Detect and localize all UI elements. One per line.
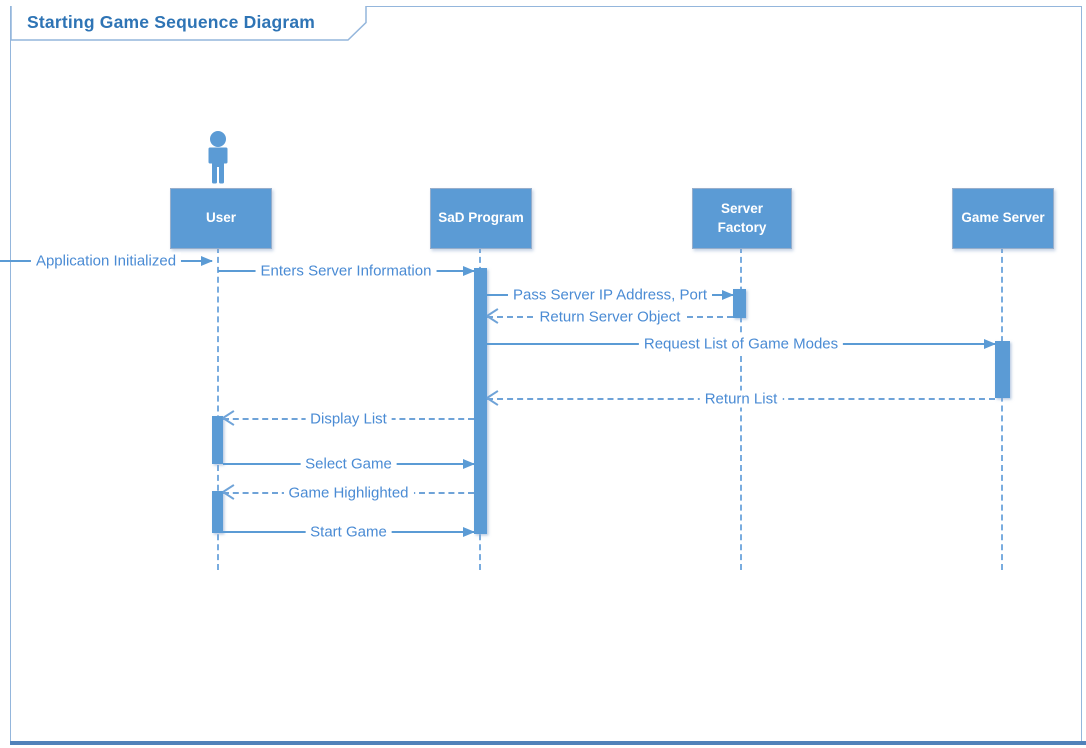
lifeline-server-factory[interactable] [740,247,742,570]
message-label: Game Highlighted [283,484,414,502]
lifeline-head-server-factory[interactable]: Server Factory [692,188,792,249]
activation-bar-server-factory[interactable] [733,289,746,318]
lifeline-label: Game Server [961,210,1045,226]
message-select-game[interactable]: Select Game [223,454,475,474]
lifeline-label: Server Factory [717,201,767,235]
message-label: Enters Server Information [255,262,437,280]
arrowhead-icon [201,256,213,266]
message-request-list-of-game-modes[interactable]: Request List of Game Modes [487,334,996,354]
message-label: Start Game [305,523,392,541]
actor-icon [201,130,235,191]
message-label: Display List [305,410,392,428]
message-label: Select Game [300,455,397,473]
message-game-highlighted[interactable]: Game Highlighted [223,483,474,503]
arrowhead-icon [463,266,475,276]
title-tab [10,6,367,41]
message-label: Request List of Game Modes [638,335,844,353]
lifeline-head-user[interactable]: User [170,188,272,249]
uml-frame-border [10,6,1082,742]
lifeline-game-server[interactable] [1001,247,1003,570]
arrowhead-icon [984,339,996,349]
title-tab-outline [10,6,367,41]
message-label: Return Server Object [534,308,686,326]
arrowhead-icon [463,527,475,537]
arrowhead-icon [463,459,475,469]
activation-bar-sad-program[interactable] [474,268,487,534]
arrowhead-icon [722,290,734,300]
activation-bar-game-server[interactable] [995,341,1010,398]
message-label: Pass Server IP Address, Port [508,286,712,304]
lifeline-label: SaD Program [438,210,524,226]
message-application-initialized[interactable]: Application Initialized [0,251,213,271]
message-pass-server-ip-address-port[interactable]: Pass Server IP Address, Port [487,285,734,305]
message-enters-server-information[interactable]: Enters Server Information [218,261,475,281]
activation-bar-user[interactable] [212,416,223,464]
message-start-game[interactable]: Start Game [223,522,475,542]
lifeline-user[interactable] [217,247,219,570]
page-title[interactable]: Starting Game Sequence Diagram [27,12,316,32]
lifeline-head-game-server[interactable]: Game Server [952,188,1054,249]
message-return-server-object[interactable]: Return Server Object [487,307,733,327]
lifeline-label: User [205,210,237,226]
message-label: Application Initialized [30,252,182,270]
page-bottom-rule [10,741,1086,745]
message-label: Return List [699,390,783,408]
message-return-list[interactable]: Return List [487,389,995,409]
lifeline-head-sad-program[interactable]: SaD Program [430,188,532,249]
activation-bar-user[interactable] [212,491,223,533]
message-display-list[interactable]: Display List [223,409,474,429]
